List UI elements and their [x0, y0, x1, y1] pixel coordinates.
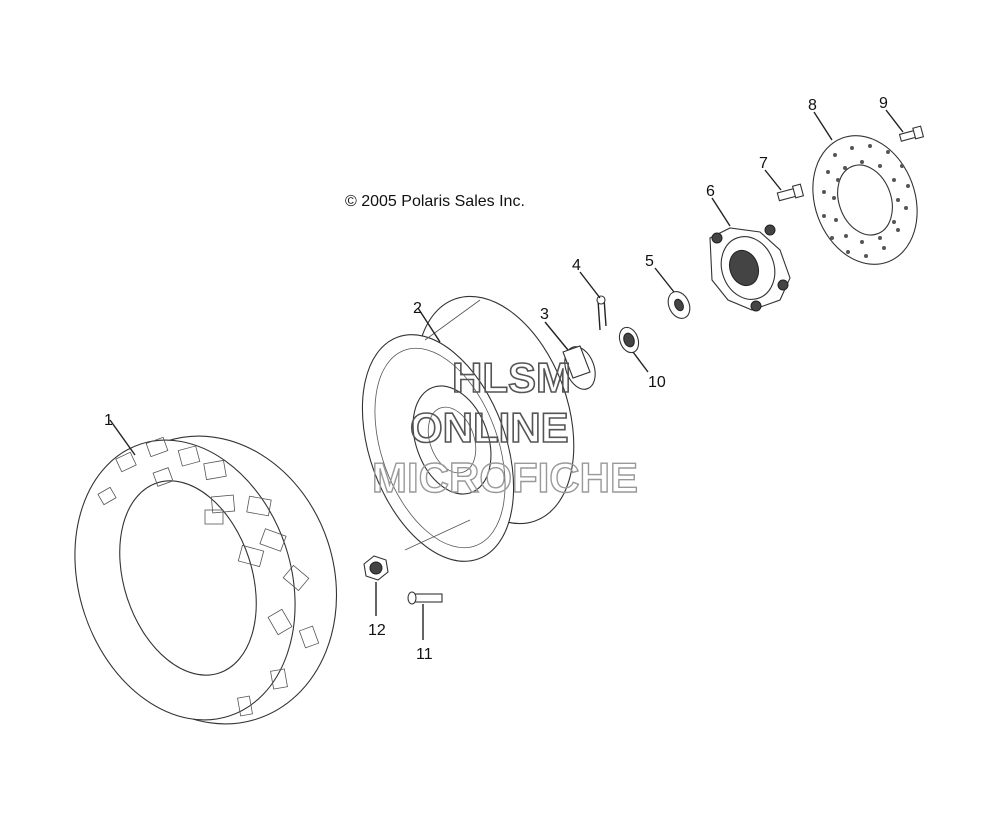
callout-2: 2 [413, 300, 422, 317]
watermark-line-3: MICROFICHE [372, 454, 638, 501]
callout-4: 4 [572, 257, 581, 274]
callout-11: 11 [416, 646, 433, 663]
hub-cap-icon [544, 321, 596, 390]
callout-9: 9 [879, 95, 888, 112]
callout-6: 6 [706, 183, 715, 200]
callout-1: 1 [104, 412, 113, 429]
brake-disc-icon [812, 111, 918, 265]
tire-icon [74, 419, 338, 725]
wheel-rim-icon [361, 295, 575, 562]
watermark-line-2: ONLINE [410, 404, 569, 451]
callout-3: 3 [540, 306, 549, 323]
washer-icon [654, 267, 691, 319]
lug-nut-icon [363, 555, 389, 616]
callout-5: 5 [645, 253, 654, 270]
cotter-pin-icon [579, 271, 607, 331]
wheel-stud-icon [407, 591, 443, 640]
castle-nut-icon [618, 326, 649, 373]
hub-icon [709, 197, 791, 312]
callout-10: 10 [648, 374, 666, 391]
bolt-icon [885, 109, 925, 142]
callout-7: 7 [759, 155, 768, 172]
copyright-text: © 2005 Polaris Sales Inc. [345, 193, 525, 210]
callout-12: 12 [368, 622, 386, 639]
watermark-line-1: HLSM [452, 354, 571, 401]
callout-8: 8 [808, 97, 817, 114]
bolt-icon [764, 169, 805, 202]
